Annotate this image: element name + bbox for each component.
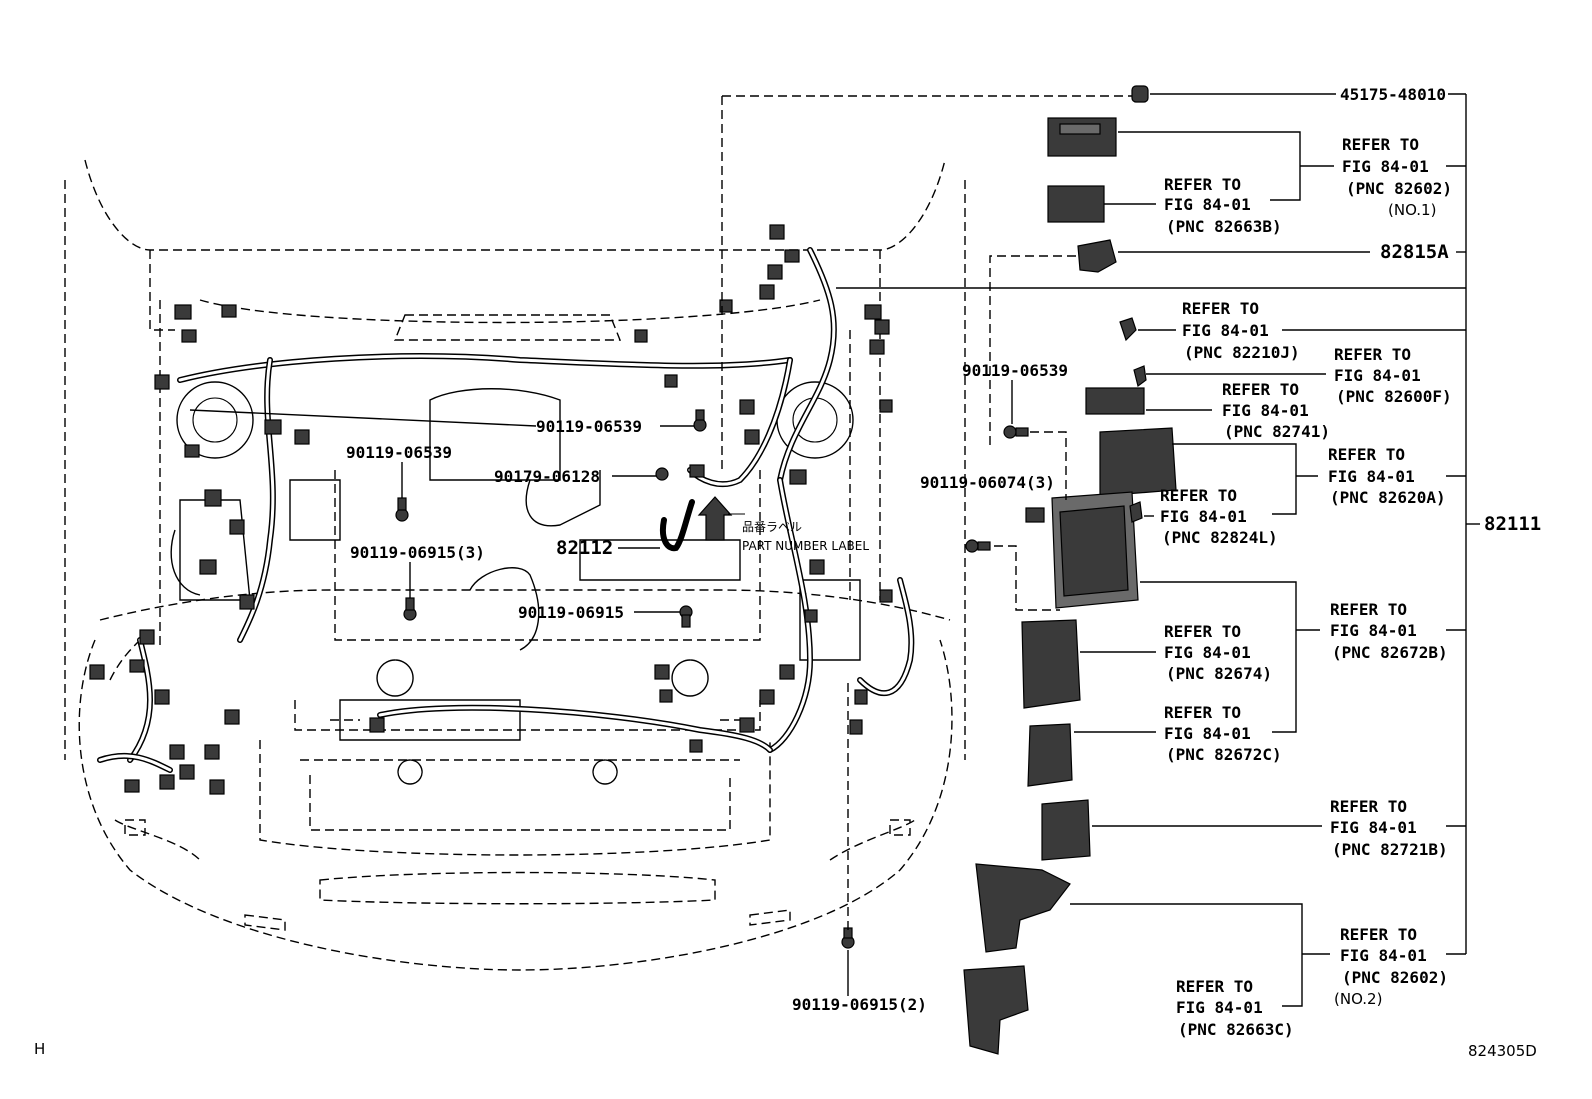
pnc-text: (PNC 82210J) bbox=[1184, 343, 1300, 362]
cover-82663b-icon bbox=[1047, 185, 1105, 223]
pnc-text: (PNC 82741) bbox=[1224, 422, 1330, 441]
refer-to-text: REFER TO bbox=[1340, 925, 1417, 944]
part-number-labels: 45175-48010 82815A 82111 82112 90119-065… bbox=[346, 85, 1541, 1014]
bolt-icon bbox=[1003, 425, 1029, 439]
corner-mark: H bbox=[34, 1040, 45, 1058]
terminal-82600f-icon bbox=[1133, 365, 1147, 388]
reference-callouts: REFER TO FIG 84-01 (PNC 82602) (NO.1) RE… bbox=[1160, 135, 1452, 1039]
clamp-82815a-icon bbox=[1077, 239, 1117, 273]
fastener-label: 90119-06915(3) bbox=[350, 543, 485, 562]
pnc-text: (PNC 82602) bbox=[1342, 968, 1448, 987]
bolt-icon bbox=[841, 927, 855, 949]
pnc-text: (PNC 82663B) bbox=[1166, 217, 1282, 236]
no-text: (NO.1) bbox=[1388, 201, 1436, 219]
pnc-text: (PNC 82824L) bbox=[1162, 528, 1278, 547]
cover-82674-icon bbox=[1021, 619, 1081, 709]
fastener-label: 90119-06539 bbox=[536, 417, 642, 436]
label-note-en: PART NUMBER LABEL bbox=[742, 539, 869, 553]
refer-to-text: REFER TO bbox=[1182, 299, 1259, 318]
fastener-label: 90119-06074(3) bbox=[920, 473, 1055, 492]
arrow-up-icon bbox=[697, 496, 733, 541]
bolt-icon bbox=[679, 605, 693, 628]
terminal-82210j-icon bbox=[1119, 317, 1137, 342]
bolt-icon bbox=[403, 597, 417, 621]
part-82111-label: 82111 bbox=[1484, 513, 1541, 535]
fastener-label: 90119-06539 bbox=[962, 361, 1068, 380]
refer-to-text: REFER TO bbox=[1222, 380, 1299, 399]
fig-ref-text: FIG 84-01 bbox=[1182, 321, 1269, 340]
refer-to-text: REFER TO bbox=[1342, 135, 1419, 154]
refer-to-text: REFER TO bbox=[1328, 445, 1405, 464]
part-82815a-label: 82815A bbox=[1380, 241, 1449, 263]
refer-to-text: REFER TO bbox=[1164, 622, 1241, 641]
fig-ref-text: FIG 84-01 bbox=[1330, 818, 1417, 837]
bolt-icon bbox=[395, 497, 409, 522]
refer-to-text: REFER TO bbox=[1164, 175, 1241, 194]
bolt-icon bbox=[693, 409, 707, 432]
fig-ref-text: FIG 84-01 bbox=[1222, 401, 1309, 420]
no-text: (NO.2) bbox=[1334, 990, 1382, 1008]
fuse-block-icon bbox=[1099, 427, 1177, 497]
engine-block bbox=[170, 388, 861, 785]
component-icons bbox=[660, 85, 1177, 1055]
fig-ref-text: FIG 84-01 bbox=[1164, 195, 1251, 214]
relay-block-no2-icon bbox=[975, 863, 1071, 953]
fastener-label: 90119-06915 bbox=[518, 603, 624, 622]
harness-connectors bbox=[89, 224, 893, 795]
part-82112-label: 82112 bbox=[556, 537, 613, 559]
pnc-text: (PNC 82672C) bbox=[1166, 745, 1282, 764]
pnc-text: (PNC 82674) bbox=[1166, 664, 1272, 683]
refer-to-text: REFER TO bbox=[1330, 600, 1407, 619]
fastener-label: 90119-06539 bbox=[346, 443, 452, 462]
fig-ref-text: FIG 84-01 bbox=[1340, 946, 1427, 965]
pnc-text: (PNC 82602) bbox=[1346, 179, 1452, 198]
refer-to-text: REFER TO bbox=[1160, 486, 1237, 505]
fastener-icons bbox=[395, 409, 1029, 949]
part-45175-label: 45175-48010 bbox=[1340, 85, 1446, 104]
fig-ref-text: FIG 84-01 bbox=[1160, 507, 1247, 526]
fig-ref-text: FIG 84-01 bbox=[1164, 643, 1251, 662]
cap-45175-icon bbox=[1131, 85, 1149, 103]
headlights bbox=[176, 381, 854, 459]
fastener-label: 90119-06915(2) bbox=[792, 995, 927, 1014]
fig-ref-text: FIG 84-01 bbox=[1176, 998, 1263, 1017]
pnc-text: (PNC 82600F) bbox=[1336, 387, 1452, 406]
fig-ref-text: FIG 84-01 bbox=[1164, 724, 1251, 743]
refer-to-text: REFER TO bbox=[1176, 977, 1253, 996]
refer-to-text: REFER TO bbox=[1334, 345, 1411, 364]
fig-ref-text: FIG 84-01 bbox=[1330, 621, 1417, 640]
label-note-jp: 品番ラベル bbox=[742, 520, 802, 534]
refer-to-text: REFER TO bbox=[1330, 797, 1407, 816]
label-82112-icon bbox=[660, 499, 695, 552]
fig-ref-text: FIG 84-01 bbox=[1328, 467, 1415, 486]
pnc-text: (PNC 82672B) bbox=[1332, 643, 1448, 662]
fig-ref-text: FIG 84-01 bbox=[1342, 157, 1429, 176]
block-82721b-icon bbox=[1041, 799, 1091, 861]
pnc-text: (PNC 82721B) bbox=[1332, 840, 1448, 859]
harness-wires bbox=[97, 247, 915, 773]
connector-82672c-icon bbox=[1027, 723, 1073, 787]
pnc-text: (PNC 82620A) bbox=[1330, 488, 1446, 507]
vehicle-outline bbox=[64, 159, 966, 971]
nut-icon bbox=[655, 467, 669, 481]
fig-ref-text: FIG 84-01 bbox=[1334, 366, 1421, 385]
connector-82741-icon bbox=[1085, 387, 1145, 415]
fastener-label: 90179-06128 bbox=[494, 467, 600, 486]
bolt-icon bbox=[965, 539, 991, 553]
refer-to-text: REFER TO bbox=[1164, 703, 1241, 722]
pnc-text: (PNC 82663C) bbox=[1178, 1020, 1294, 1039]
drawing-code: 824305D bbox=[1468, 1042, 1537, 1060]
leader-lines bbox=[189, 93, 1480, 1007]
cover-82663c-icon bbox=[963, 965, 1029, 1055]
